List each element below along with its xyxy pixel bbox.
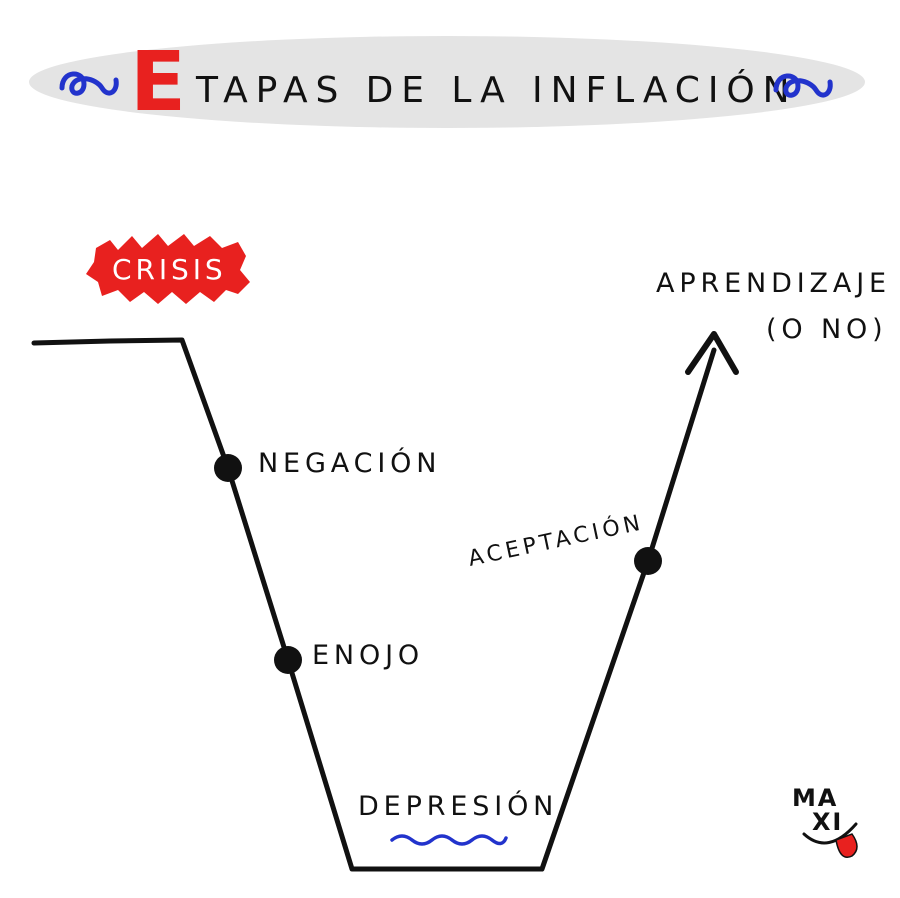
signature: MA XI (792, 784, 858, 858)
left-swirl-icon (59, 71, 119, 96)
stage-label: ACEPTACIÓN (466, 509, 646, 572)
stage-label: ENOJO (312, 640, 424, 671)
outcome-line-1: APRENDIZAJE (656, 268, 891, 299)
right-swirl-icon (773, 73, 833, 98)
arrow-head-icon (685, 331, 739, 375)
smile-icon (802, 822, 858, 845)
title-banner: E TAPAS DE LA INFLACIÓN (29, 35, 865, 130)
stage-depresion: DEPRESIÓN (358, 790, 558, 846)
outcome-label: APRENDIZAJE (O NO) (656, 268, 891, 345)
stage-negacion: NEGACIÓN (214, 447, 441, 482)
stage-dot (634, 547, 662, 575)
stage-dot (274, 646, 302, 674)
stage-dot (214, 454, 242, 482)
tears-wave-icon (390, 834, 508, 846)
crisis-cloud-shape (86, 234, 250, 304)
stage-label: DEPRESIÓN (358, 790, 558, 822)
crisis-badge: CRISIS (86, 234, 250, 304)
stages-curve (31, 331, 739, 872)
stage-enojo: ENOJO (274, 640, 424, 674)
stage-label: NEGACIÓN (258, 447, 441, 479)
signature-line-2: XI (812, 808, 843, 836)
outcome-line-2: (O NO) (766, 314, 888, 345)
tongue-icon (835, 833, 858, 858)
page-title: TAPAS DE LA INFLACIÓN (195, 69, 797, 111)
title-initial: E (130, 35, 186, 130)
curve-line (31, 337, 717, 872)
title-banner-background (29, 36, 865, 128)
stage-aceptacion: ACEPTACIÓN (466, 509, 662, 575)
signature-line-1: MA (792, 784, 838, 812)
crisis-label: CRISIS (112, 253, 227, 286)
